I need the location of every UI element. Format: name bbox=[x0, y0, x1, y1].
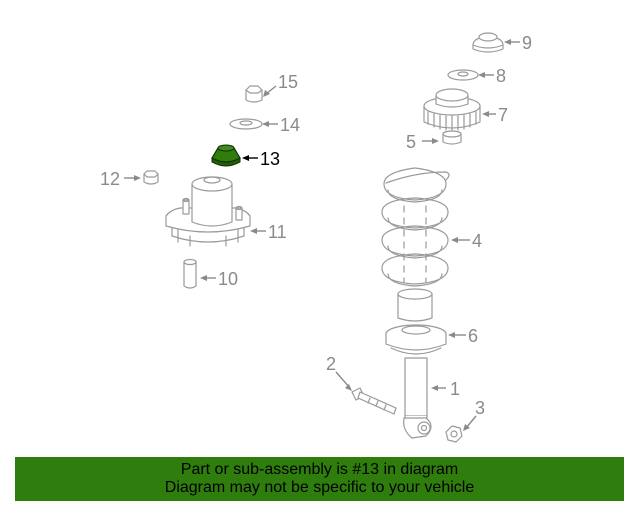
callout-5: 5 bbox=[406, 132, 439, 152]
exploded-parts-diagram: 9 8 7 5 bbox=[100, 32, 532, 443]
svg-text:10: 10 bbox=[218, 269, 238, 289]
callout-7: 7 bbox=[482, 105, 508, 125]
svg-text:13: 13 bbox=[260, 149, 280, 169]
callout-15: 15 bbox=[263, 72, 298, 97]
part-5-bump-stop[interactable] bbox=[442, 130, 462, 145]
svg-text:8: 8 bbox=[496, 66, 506, 86]
part-9-mount-cap[interactable] bbox=[472, 32, 504, 53]
callout-13: 13 bbox=[242, 149, 280, 169]
svg-text:4: 4 bbox=[472, 231, 482, 251]
svg-text:14: 14 bbox=[280, 115, 300, 135]
callout-2: 2 bbox=[326, 354, 352, 391]
svg-text:11: 11 bbox=[268, 222, 287, 242]
svg-text:7: 7 bbox=[498, 105, 508, 125]
callout-14: 14 bbox=[262, 115, 300, 135]
part-6-lower-spring-seat[interactable] bbox=[385, 288, 447, 355]
part-7-spring-seat[interactable] bbox=[423, 88, 481, 131]
part-8-washer[interactable] bbox=[447, 69, 479, 81]
part-11-shock-mount[interactable] bbox=[165, 176, 251, 247]
part-2-bolt[interactable] bbox=[351, 387, 397, 415]
part-15-nut[interactable] bbox=[245, 85, 263, 103]
callout-10: 10 bbox=[200, 269, 238, 289]
svg-text:12: 12 bbox=[100, 169, 120, 189]
callout-9: 9 bbox=[504, 33, 532, 53]
callout-8: 8 bbox=[478, 66, 506, 86]
callout-4: 4 bbox=[451, 231, 482, 251]
part-13-highlighted[interactable] bbox=[211, 144, 241, 167]
callout-1: 1 bbox=[431, 379, 460, 399]
part-3-nut[interactable] bbox=[445, 425, 463, 443]
part-14-washer[interactable] bbox=[229, 118, 263, 130]
svg-text:6: 6 bbox=[468, 326, 478, 346]
part-12-nut[interactable] bbox=[143, 170, 159, 185]
banner-line-1: Part or sub-assembly is #13 in diagram bbox=[180, 461, 459, 478]
callout-11: 11 bbox=[250, 222, 287, 242]
svg-text:2: 2 bbox=[326, 354, 336, 374]
part-1-shock-absorber[interactable] bbox=[403, 357, 432, 439]
banner-line-2: Diagram may not be specific to your vehi… bbox=[164, 479, 475, 496]
part-10-sleeve[interactable] bbox=[183, 258, 197, 289]
svg-text:15: 15 bbox=[278, 72, 298, 92]
svg-text:3: 3 bbox=[475, 398, 485, 418]
callout-12: 12 bbox=[100, 169, 141, 189]
part-4-coil-spring[interactable] bbox=[381, 167, 450, 287]
svg-text:5: 5 bbox=[406, 132, 416, 152]
svg-text:1: 1 bbox=[450, 379, 460, 399]
info-banner: Part or sub-assembly is #13 in diagram D… bbox=[15, 457, 624, 501]
callout-6: 6 bbox=[448, 326, 478, 346]
callout-3: 3 bbox=[463, 398, 485, 431]
svg-text:9: 9 bbox=[522, 33, 532, 53]
